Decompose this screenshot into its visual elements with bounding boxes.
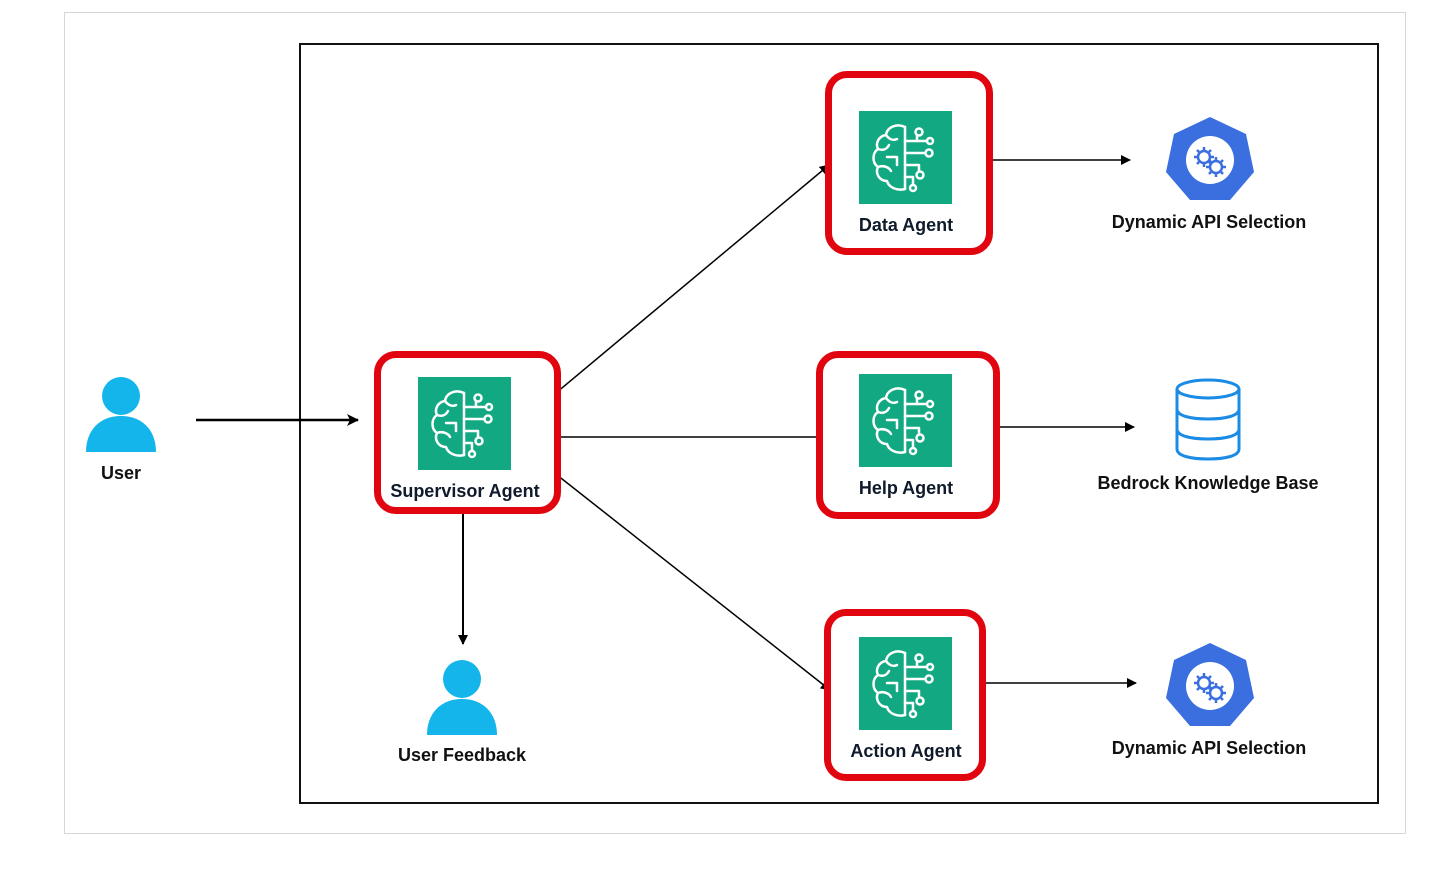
user-feedback-label: User Feedback <box>397 745 527 765</box>
database-icon <box>1175 378 1241 461</box>
supervisor-data-arrow <box>521 164 830 423</box>
brain-circuit-icon <box>859 637 952 730</box>
person-icon <box>427 660 497 735</box>
dynamic-api-bottom-label: Dynamic API Selection <box>1111 738 1307 758</box>
action-agent-label: Action Agent <box>850 741 962 761</box>
supervisor-action-arrow <box>527 450 831 691</box>
brain-circuit-icon <box>859 374 952 467</box>
gear-heptagon-icon <box>1166 117 1254 200</box>
user-label: User <box>100 463 142 483</box>
dynamic-api-top-label: Dynamic API Selection <box>1111 212 1307 232</box>
outer-frame <box>64 12 1406 834</box>
supervisor-agent-label: Supervisor Agent <box>390 481 540 501</box>
brain-circuit-icon <box>859 111 952 204</box>
agent-system-boundary <box>299 43 1379 804</box>
knowledge-base-label: Bedrock Knowledge Base <box>1097 473 1319 493</box>
gear-heptagon-icon <box>1166 643 1254 726</box>
help-agent-label: Help Agent <box>858 478 954 498</box>
brain-circuit-icon <box>418 377 511 470</box>
data-agent-label: Data Agent <box>858 215 954 235</box>
person-icon <box>86 377 156 452</box>
